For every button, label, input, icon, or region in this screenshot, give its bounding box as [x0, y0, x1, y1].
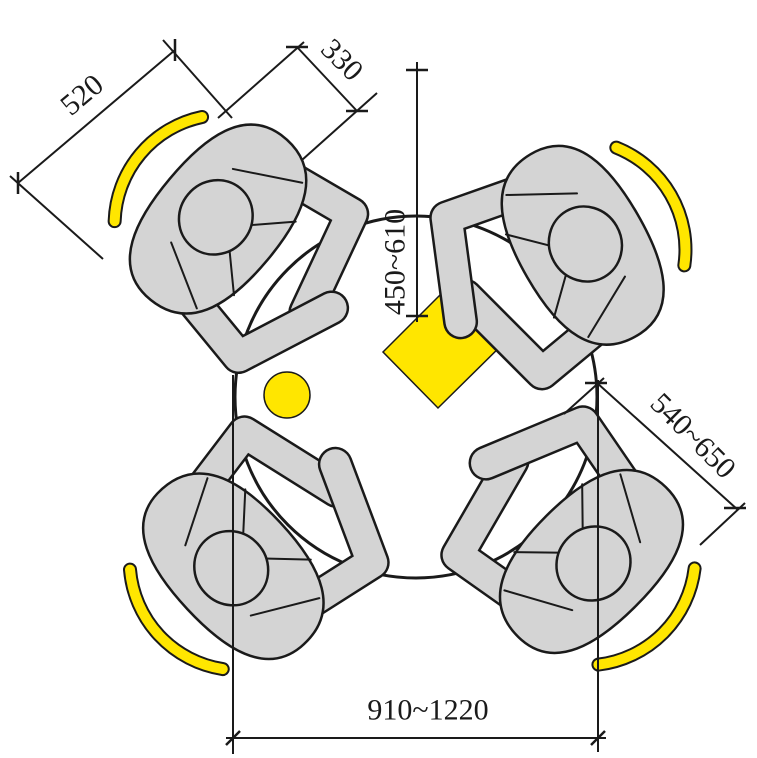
arm-left	[442, 445, 531, 612]
torso-detail	[503, 473, 642, 612]
head	[555, 525, 632, 602]
arm-right	[431, 177, 534, 337]
yellow-dot	[263, 371, 311, 419]
extension-line	[217, 41, 305, 119]
extension-line	[301, 92, 378, 161]
person-top-right	[429, 140, 693, 391]
chair-back	[109, 111, 208, 227]
arm-left	[450, 281, 612, 388]
dimension-tick	[225, 730, 241, 746]
dimension-table-diameter: 910~1220	[225, 375, 606, 754]
dimension-reach-zone: 450~610	[379, 62, 428, 322]
head	[177, 178, 254, 256]
chair-back	[611, 142, 691, 271]
dimension-line	[17, 49, 176, 184]
torso-detail	[504, 192, 626, 339]
person-top-left	[107, 109, 370, 375]
head	[193, 529, 270, 607]
chair-back	[124, 564, 228, 675]
dimension-label-chair-setback: 330	[314, 32, 369, 87]
dimension-label-table-diameter: 910~1220	[367, 694, 488, 727]
arm-right	[292, 449, 388, 619]
torso-detail	[170, 167, 304, 310]
arm-right	[175, 282, 347, 372]
torso-detail	[184, 477, 321, 617]
arm-right	[471, 407, 642, 501]
dimension-label-reach-zone: 450~610	[379, 209, 412, 315]
dimension-line	[595, 381, 739, 511]
dimension-line	[296, 46, 358, 112]
extension-line	[9, 175, 104, 260]
chair-back	[593, 563, 700, 670]
head	[547, 205, 624, 283]
dimension-tick	[590, 730, 606, 746]
arm-left	[186, 417, 352, 506]
person-bottom-right	[440, 405, 702, 672]
dimension-label-chair-span: 520	[54, 68, 110, 122]
arm-left	[275, 163, 367, 328]
